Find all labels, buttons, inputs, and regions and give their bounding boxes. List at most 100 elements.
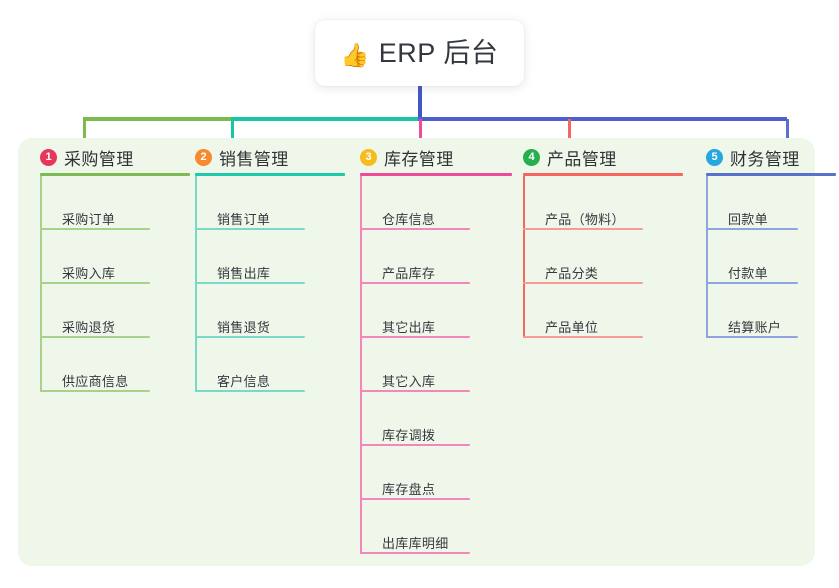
branch-item-label: 销售退货 [217, 319, 271, 335]
root-node-label: ERP 后台 [378, 37, 499, 68]
branch-spine-5 [706, 176, 708, 338]
branch-item-label: 其它入库 [382, 373, 436, 389]
branch-items-1: 采购订单采购入库采购退货供应商信息 [40, 176, 190, 392]
branch-item-label: 付款单 [728, 265, 768, 281]
branch-header-rule-5 [706, 173, 836, 176]
branch-item-label: 采购入库 [62, 265, 116, 281]
branch-item-rule [195, 228, 305, 230]
branch-item-rule [706, 282, 798, 284]
branch-item-label: 产品（物料） [545, 211, 625, 227]
branch-item[interactable]: 采购订单 [40, 176, 190, 230]
branch-item[interactable]: 销售退货 [195, 284, 345, 338]
branch-item[interactable]: 客户信息 [195, 338, 345, 392]
branch-item-rule [195, 336, 305, 338]
branch-item[interactable]: 供应商信息 [40, 338, 190, 392]
branch-items-3: 仓库信息产品库存其它出库其它入库库存调拨库存盘点出库库明细 [360, 176, 512, 554]
thumbs-up-icon: 👍 [340, 41, 370, 68]
bus-connector-green [83, 117, 231, 121]
branch-item-label: 出库库明细 [382, 535, 449, 551]
drop-connector-4 [568, 119, 571, 154]
branch-item-label: 产品分类 [545, 265, 599, 281]
branch-item[interactable]: 采购退货 [40, 284, 190, 338]
branch-item-rule [40, 390, 150, 392]
branch-item[interactable]: 其它出库 [360, 284, 512, 338]
branch-item[interactable]: 销售出库 [195, 230, 345, 284]
branch-item-rule [360, 336, 470, 338]
root-node-title: 👍 ERP 后台 [340, 37, 499, 68]
branch-title-4: 产品管理 [547, 149, 617, 169]
branch-item[interactable]: 产品（物料） [523, 176, 683, 230]
branch-item[interactable]: 回款单 [706, 176, 836, 230]
branch-item-label: 销售出库 [217, 265, 271, 281]
root-stem-connector [418, 86, 422, 119]
drop-connector-2 [231, 119, 234, 154]
branch-header-rule-3 [360, 173, 512, 176]
drop-connector-1 [83, 119, 86, 154]
branch-header-4[interactable]: 4 产品管理 [523, 138, 683, 176]
branch-item-label: 产品库存 [382, 265, 436, 281]
branch-item-rule [195, 390, 305, 392]
branch-item-label: 采购订单 [62, 211, 116, 227]
branch-spine-4 [523, 176, 525, 338]
branch-header-5[interactable]: 5 财务管理 [706, 138, 836, 176]
branch-item[interactable]: 库存调拨 [360, 392, 512, 446]
branch-item[interactable]: 结算账户 [706, 284, 836, 338]
branch-spine-1 [40, 176, 42, 392]
branch-item[interactable]: 仓库信息 [360, 176, 512, 230]
drop-connector-5 [786, 119, 789, 154]
branch-column-1: 1 采购管理 采购订单采购入库采购退货供应商信息 [40, 138, 190, 392]
bus-connector-teal [231, 117, 418, 121]
drop-connector-3 [419, 119, 422, 154]
branch-item-rule [706, 228, 798, 230]
branch-item[interactable]: 采购入库 [40, 230, 190, 284]
branch-header-1[interactable]: 1 采购管理 [40, 138, 190, 176]
branch-column-4: 4 产品管理 产品（物料） 产品分类产品单位 [523, 138, 683, 338]
branch-items-5: 回款单付款单结算账户 [706, 176, 836, 338]
branch-item-rule [523, 228, 643, 230]
branch-badge-4: 4 [523, 148, 540, 166]
branch-items-2: 销售订单销售出库销售退货客户信息 [195, 176, 345, 392]
branch-column-2: 2 销售管理 销售订单销售出库销售退货客户信息 [195, 138, 345, 392]
branch-item-label: 供应商信息 [62, 373, 129, 389]
branch-spine-2 [195, 176, 197, 392]
branch-item-label: 客户信息 [217, 373, 271, 389]
branch-header-rule-4 [523, 173, 683, 176]
branch-item-rule [40, 228, 150, 230]
branch-item[interactable]: 销售订单 [195, 176, 345, 230]
branch-item-rule [40, 336, 150, 338]
root-node-card[interactable]: 👍 ERP 后台 [315, 20, 524, 86]
branch-header-rule-1 [40, 173, 190, 176]
branch-item-rule [360, 552, 470, 554]
branch-item[interactable]: 产品分类 [523, 230, 683, 284]
branch-item-rule [195, 282, 305, 284]
branch-item-label: 库存调拨 [382, 427, 436, 443]
branch-title-2: 销售管理 [219, 149, 289, 169]
branch-spine-3 [360, 176, 362, 554]
branch-item[interactable]: 产品单位 [523, 284, 683, 338]
branch-item-rule [360, 282, 470, 284]
branch-header-3[interactable]: 3 库存管理 [360, 138, 512, 176]
branch-item-label: 销售订单 [217, 211, 271, 227]
branch-title-5: 财务管理 [730, 149, 800, 169]
branch-column-5: 5 财务管理 回款单付款单结算账户 [706, 138, 836, 338]
branch-item-label: 库存盘点 [382, 481, 436, 497]
branch-item-rule [360, 498, 470, 500]
branch-item[interactable]: 产品库存 [360, 230, 512, 284]
branch-item[interactable]: 出库库明细 [360, 500, 512, 554]
branch-item-rule [706, 336, 798, 338]
branch-header-2[interactable]: 2 销售管理 [195, 138, 345, 176]
branch-item[interactable]: 库存盘点 [360, 446, 512, 500]
branch-item[interactable]: 其它入库 [360, 338, 512, 392]
branch-item-label: 产品单位 [545, 319, 599, 335]
branch-item[interactable]: 付款单 [706, 230, 836, 284]
branch-item-rule [360, 390, 470, 392]
branch-item-rule [40, 282, 150, 284]
branch-item-label: 结算账户 [728, 319, 782, 335]
branch-item-rule [523, 282, 643, 284]
branch-item-rule [360, 444, 470, 446]
branch-item-label: 其它出库 [382, 319, 436, 335]
branch-header-rule-2 [195, 173, 345, 176]
branch-items-4: 产品（物料） 产品分类产品单位 [523, 176, 683, 338]
branch-badge-1: 1 [40, 148, 57, 166]
